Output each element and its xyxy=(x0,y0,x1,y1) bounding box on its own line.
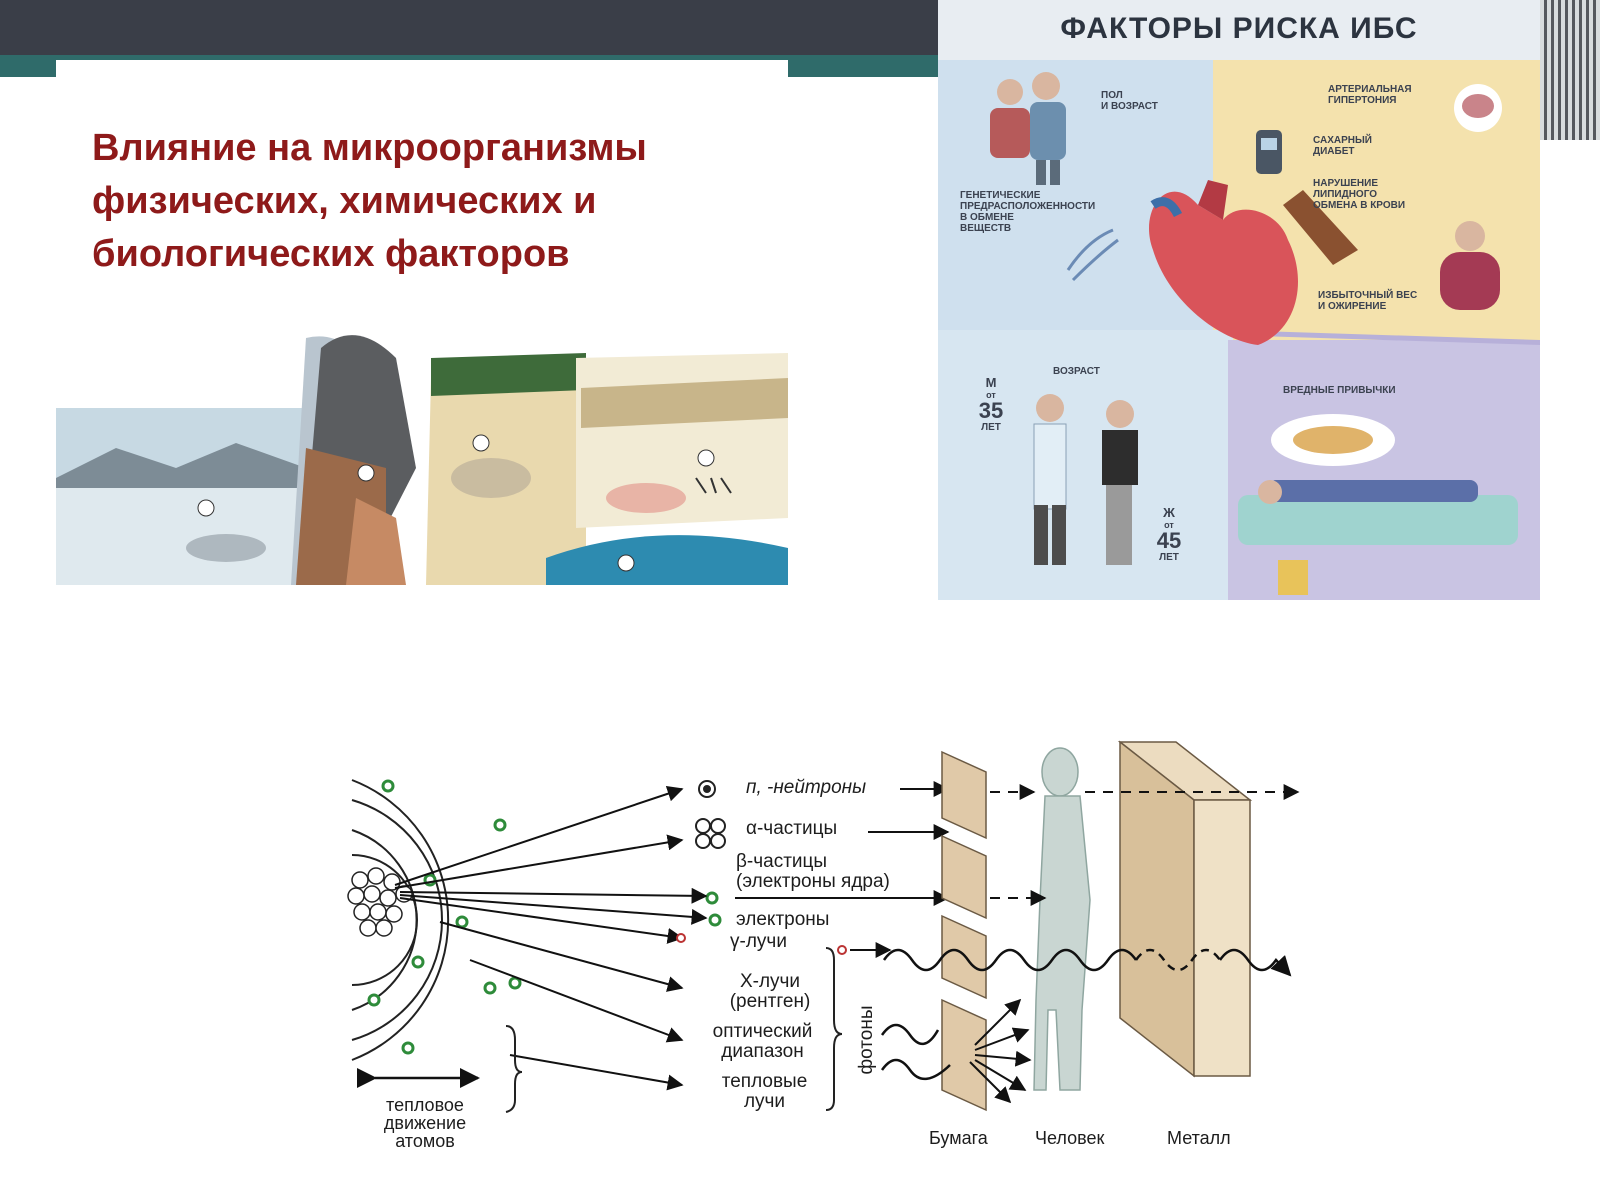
scatter-arrows xyxy=(969,998,1032,1104)
ihd-infographic-art xyxy=(938,60,1540,600)
label-habits: ВРЕДНЫЕ ПРИВЫЧКИ xyxy=(1283,385,1396,396)
thermal-wave xyxy=(880,1058,951,1080)
label-electrons: электроны xyxy=(736,909,830,930)
atom-orbits xyxy=(351,779,450,1061)
title-line-1: Влияние на микроорганизмы xyxy=(92,127,647,169)
label-sex-age: ПОЛ И ВОЗРАСТ xyxy=(1101,90,1158,112)
men-age: М от 35 ЛЕТ xyxy=(978,375,1004,433)
human-silhouette xyxy=(1033,747,1091,1091)
label-neutrons: п, -нейтроны xyxy=(746,777,867,798)
label-lipid: НАРУШЕНИЕ ЛИПИДНОГО ОБМЕНА В КРОВИ xyxy=(1313,178,1406,211)
slide-title: Влияние на микроорганизмы физических, хи… xyxy=(92,122,782,281)
label-gamma: γ-лучи xyxy=(730,931,787,952)
slide-header-bar xyxy=(0,0,940,55)
ihd-risk-infographic: ФАКТОРЫ РИСКА ИБС ПОЛ И ВОЗРАСТ АРТЕРИАЛ… xyxy=(938,0,1540,600)
atom-electrons xyxy=(367,779,722,1055)
label-optical: оптический диапазон xyxy=(712,1021,813,1062)
label-genetic: ГЕНЕТИЧЕСКИЕ ПРЕДРАСПОЛОЖЕННОСТИ В ОБМЕН… xyxy=(960,190,1096,234)
label-hypertension: АРТЕРИАЛЬНАЯ ГИПЕРТОНИЯ xyxy=(1328,84,1412,106)
label-human: Человек xyxy=(1035,1128,1105,1148)
photons-brace xyxy=(825,947,843,1111)
label-beta-1: β-частицы xyxy=(736,851,828,872)
optical-wave xyxy=(880,1023,940,1045)
atom-nucleus xyxy=(347,867,413,937)
label-photons: фотоны xyxy=(856,1005,877,1075)
particle-paths xyxy=(735,781,950,958)
atom-brace xyxy=(505,1025,523,1113)
label-age: ВОЗРАСТ xyxy=(1053,366,1100,377)
label-diabetes: САХАРНЫЙ ДИАБЕТ xyxy=(1313,135,1372,157)
label-overweight: ИЗБЫТОЧНЫЙ ВЕС И ОЖИРЕНИЕ xyxy=(1318,290,1418,312)
label-paper: Бумага xyxy=(929,1128,988,1148)
label-alpha: α-частицы xyxy=(746,818,838,839)
ihd-title: ФАКТОРЫ РИСКА ИБС xyxy=(1060,12,1418,45)
label-thermal-rays: тепловые лучи xyxy=(721,1071,808,1112)
title-line-2: физических, химических и xyxy=(92,180,597,222)
label-metal: Металл xyxy=(1167,1128,1231,1148)
label-thermal-motion: тепловое движение атомов xyxy=(383,1095,467,1151)
gamma-source xyxy=(837,945,847,955)
label-xray: Х-лучи (рентген) xyxy=(729,971,811,1012)
corner-decoration xyxy=(1530,0,1600,140)
metal-barrier xyxy=(1117,740,1253,1078)
penetration-paths xyxy=(990,784,1300,906)
gamma-wave xyxy=(882,948,1138,972)
neutron-symbol xyxy=(698,780,716,798)
microorganisms-slide: Влияние на микроорганизмы физических, хи… xyxy=(56,60,788,585)
title-line-3: биологических факторов xyxy=(92,233,570,275)
label-beta-2: (электроны ядра) xyxy=(736,871,890,892)
emission-arrows xyxy=(394,785,708,1091)
paper-barrier xyxy=(941,750,987,1112)
habitat-illustration xyxy=(56,335,788,585)
alpha-symbol xyxy=(695,818,726,849)
women-age: Ж от 45 ЛЕТ xyxy=(1156,505,1182,563)
